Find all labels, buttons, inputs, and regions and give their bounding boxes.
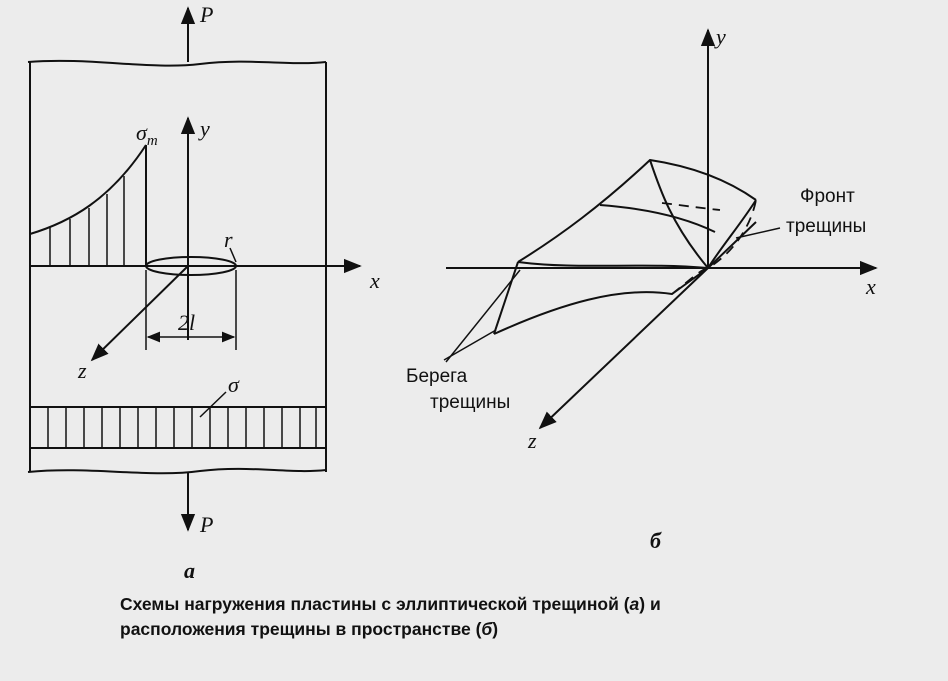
crack-lower-sweep <box>517 261 709 269</box>
axis-z-a <box>90 265 189 362</box>
label-front-line2: трещины <box>786 216 866 237</box>
axis-z-b <box>538 267 709 430</box>
plate-bottom-edge <box>27 467 327 475</box>
caption-line-1: Схемы нагружения пластины с эллиптическо… <box>120 594 661 614</box>
crack-left-edge <box>493 261 519 335</box>
label-axis-y-a: y <box>198 116 210 141</box>
label-banks-line1: Берега <box>406 366 468 387</box>
plate-top-edge <box>27 59 327 67</box>
figure-caption: Схемы нагружения пластины с эллиптическо… <box>120 592 820 642</box>
crack-upper-sweep <box>599 204 716 233</box>
front-leader <box>735 227 781 239</box>
crack-inner-dashed <box>661 202 721 211</box>
axis-z-b-back <box>707 221 757 269</box>
banks-leader-1 <box>443 329 497 361</box>
crack-front-dashed <box>671 199 757 295</box>
sigma-leader <box>199 391 227 418</box>
crack-upper-bank <box>517 158 757 263</box>
label-axis-y-b: y <box>714 24 726 49</box>
label-axis-z-a: z <box>77 358 87 383</box>
label-banks-line2: трещины <box>430 392 510 413</box>
label-crack-length: 2l <box>178 310 195 335</box>
label-axis-z-b: z <box>527 428 537 453</box>
panel-label-a: а <box>184 558 195 583</box>
label-radius: r <box>224 227 233 252</box>
stress-curve-hatch <box>49 176 125 266</box>
label-axis-x-b: x <box>865 274 876 299</box>
caption-line-2: расположения трещины в пространстве (б) <box>120 619 499 639</box>
radius-leader <box>229 247 237 263</box>
label-front-line1: Фронт <box>800 186 855 207</box>
label-axis-x-a: x <box>369 268 380 293</box>
figure-b <box>443 28 878 430</box>
crack-diagonal <box>649 159 709 269</box>
figure-a <box>27 6 362 532</box>
panel-label-b: б <box>650 528 662 553</box>
label-force-top: P <box>199 2 213 27</box>
stress-band-hatch <box>47 407 317 448</box>
banks-leader-2 <box>445 269 521 363</box>
stress-curve-sigma-m <box>29 144 147 235</box>
crack-lower-bank <box>493 267 709 335</box>
label-sigma-m: σm <box>136 120 158 149</box>
crack-right-edge <box>707 199 757 269</box>
label-sigma: σ <box>228 372 240 397</box>
label-force-bottom: P <box>199 512 213 537</box>
